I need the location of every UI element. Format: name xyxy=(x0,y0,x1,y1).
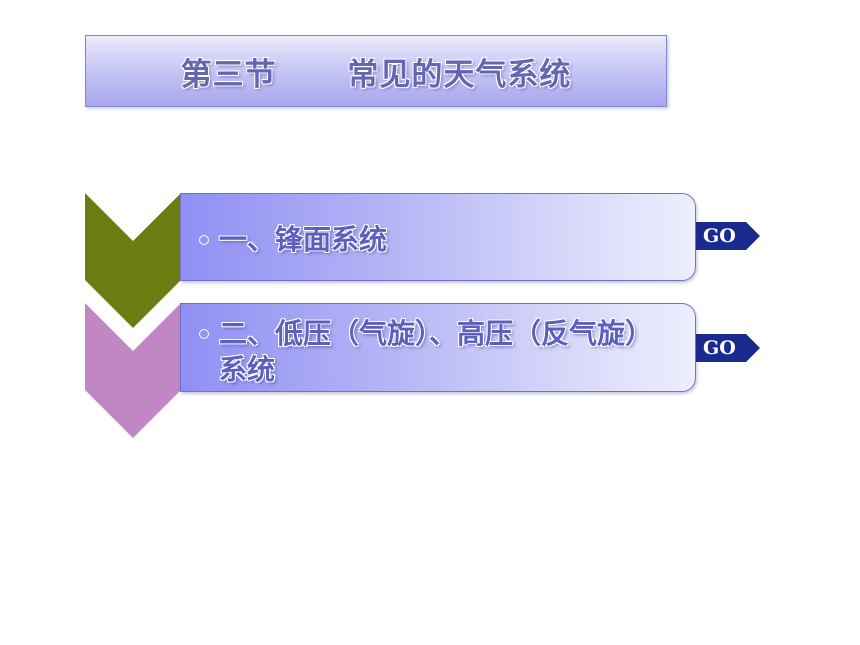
chevron-down-icon xyxy=(85,193,181,328)
go-button[interactable]: GO xyxy=(696,222,760,250)
list-item: 二、低压（气旋）、高压（反气旋）系统 xyxy=(180,303,696,392)
chevron-down-icon xyxy=(85,303,181,438)
slide-title: 第三节 常见的天气系统 xyxy=(180,56,572,93)
list-item-label: 一、锋面系统 xyxy=(219,223,388,256)
list-item-label: 二、低压（气旋）、高压（反气旋）系统 xyxy=(219,317,654,386)
go-button-label: GO xyxy=(703,337,736,359)
go-button[interactable]: GO xyxy=(696,334,760,362)
bullet-icon xyxy=(199,329,209,339)
arrow-right-icon xyxy=(696,334,760,362)
go-button-label: GO xyxy=(703,225,736,247)
list-item: 一、锋面系统 xyxy=(180,193,696,281)
arrow-right-icon xyxy=(696,222,760,250)
bullet-icon xyxy=(199,235,209,245)
title-banner: 第三节 常见的天气系统 xyxy=(85,35,667,107)
